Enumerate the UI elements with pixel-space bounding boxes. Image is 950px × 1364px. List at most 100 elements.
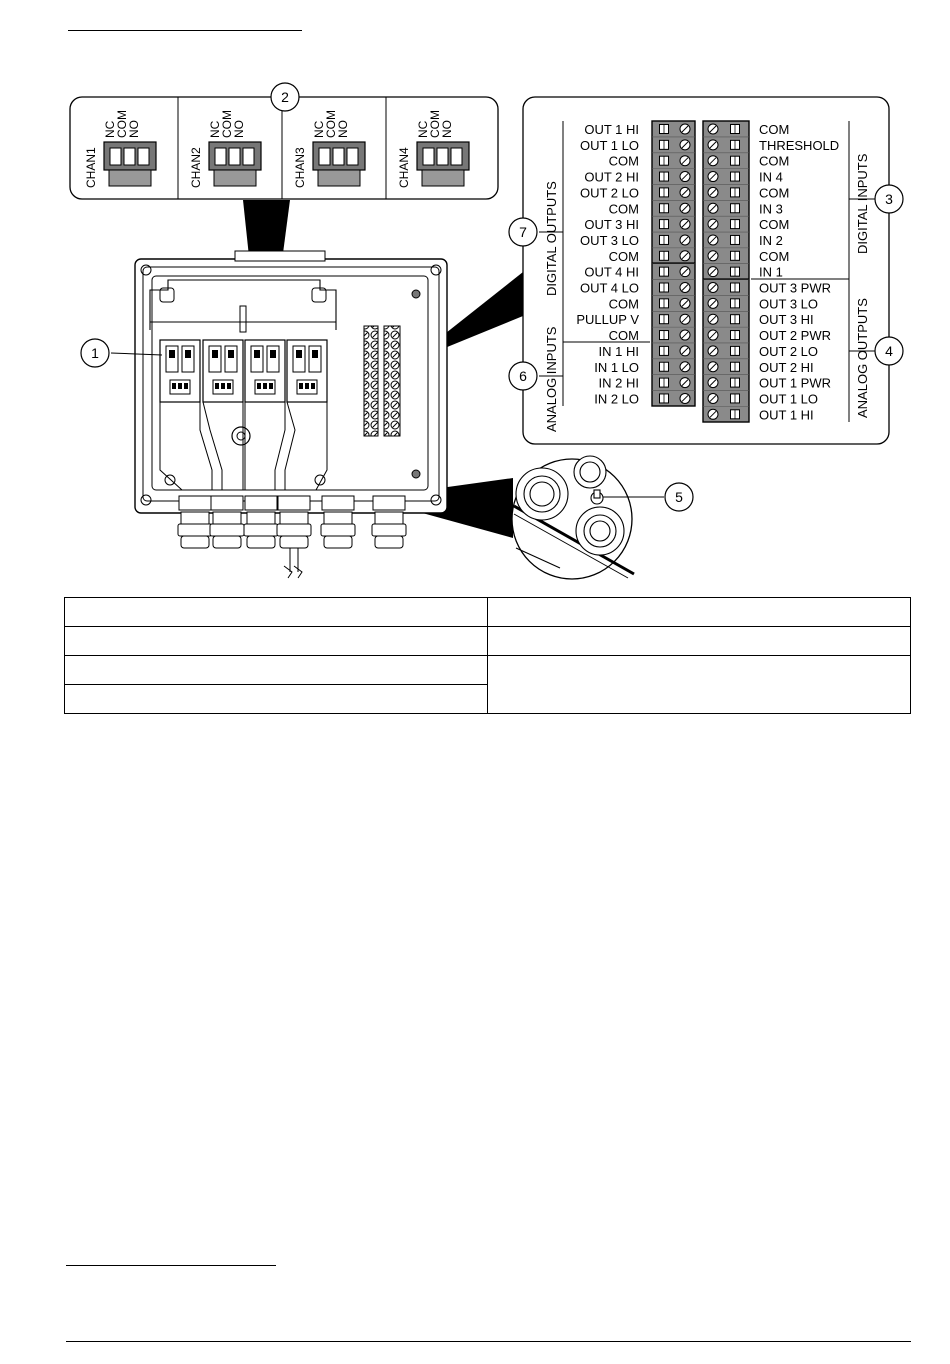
terminal-right-label: IN 1: [759, 265, 783, 280]
cable-gland-cap: [320, 523, 356, 537]
relay-module-plug-pin: [263, 383, 267, 389]
relay-module-plug-pin: [311, 383, 315, 389]
terminal-left-label: IN 1 LO: [594, 360, 639, 375]
relay-connector-body: [213, 169, 257, 187]
relay-connector-body: [421, 169, 465, 187]
terminal-screw-slot: [681, 220, 689, 228]
callout-bubble: [508, 361, 538, 391]
relay-module-plug-pin: [215, 383, 219, 389]
relay-channel-label: CHAN4: [397, 147, 411, 188]
callout-number: 5: [675, 489, 683, 505]
relay-pin-label: COM: [324, 110, 338, 138]
terminal-right-label: OUT 2 HI: [759, 360, 814, 375]
wiring-diagram: CHAN1NCCOMNOCHAN2NCCOMNOCHAN3NCCOMNOCHAN…: [69, 82, 904, 580]
terminal-screw-slot: [709, 299, 717, 307]
table-row: [64, 626, 911, 656]
terminal-screw-slot: [681, 379, 689, 386]
digital-outputs-label: DIGITAL OUTPUTS: [544, 181, 559, 296]
relay-connector-pin: [228, 147, 241, 166]
relay-pin-label: NC: [208, 120, 222, 138]
relay-connector-pin: [332, 147, 345, 166]
group-brackets: [562, 121, 850, 422]
table-row: [64, 655, 911, 714]
terminal-screw-slot: [709, 189, 717, 196]
relay-module-socket-mark: [169, 350, 175, 358]
terminal-screw-slot: [709, 315, 717, 323]
terminal-screw-slot: [681, 363, 689, 371]
cable-gland-body: [323, 511, 353, 525]
cable-gland-nut: [244, 495, 278, 511]
relay-connector-body: [317, 169, 361, 187]
terminal-screw-slot: [709, 125, 717, 133]
callout-bubble: [664, 482, 694, 512]
terminal-right-label: COM: [759, 122, 789, 137]
terminal-screw-slot: [681, 395, 689, 402]
analog-inputs-label: ANALOG INPUTS: [544, 326, 559, 432]
relay-module-plug-pin: [184, 383, 188, 389]
footer-rule: [66, 1341, 911, 1342]
cable-gland-body: [180, 511, 210, 525]
terminal-screw-slot: [681, 189, 689, 196]
relay-connector-body: [108, 169, 152, 187]
terminal-screw-slot: [709, 395, 717, 402]
terminal-left-label: IN 2 LO: [594, 391, 639, 406]
relay-module-plug-pin: [305, 383, 309, 389]
relay-module-plug-pin: [299, 383, 303, 389]
relay-pin-label: COM: [428, 110, 442, 138]
footnote-rule: [66, 1265, 276, 1266]
terminal-screw-slot: [681, 252, 689, 260]
terminal-screw-slot: [681, 268, 689, 276]
relay-module-socket: [250, 345, 264, 373]
terminal-right-label: COM: [759, 217, 789, 232]
relay-pin-label: NO: [232, 120, 246, 138]
callout-number: 4: [885, 343, 893, 359]
cable-gland-seal: [279, 535, 309, 549]
cable-gland-nut: [210, 495, 244, 511]
cable-gland-seal: [180, 535, 210, 549]
legend-table: [64, 597, 911, 714]
terminal-screw-slot: [681, 347, 689, 355]
relay-module-socket-mark: [228, 350, 234, 358]
relay-connector-pin: [436, 147, 449, 166]
cable-gland-seal: [246, 535, 276, 549]
relay-module-socket: [165, 345, 179, 373]
analog-outputs-label: ANALOG OUTPUTS: [855, 298, 870, 418]
terminal-right-label: IN 4: [759, 170, 783, 185]
table-row: [64, 684, 911, 714]
relay-channel-label: CHAN3: [293, 147, 307, 188]
ground-zoom-detail: [511, 455, 635, 580]
terminal-left-label: OUT 1 HI: [584, 122, 639, 137]
relay-module-plug-pin: [257, 383, 261, 389]
relay-connector-pin: [318, 147, 331, 166]
relay-module-plug-pin: [172, 383, 176, 389]
relay-module-socket-mark: [296, 350, 302, 358]
relay-channel-label: CHAN2: [189, 147, 203, 188]
callout-bubble: [80, 338, 110, 368]
cable-gland-nut: [321, 495, 355, 511]
relay-module-plug-pin: [178, 383, 182, 389]
cable-gland-body: [212, 511, 242, 525]
terminal-left-label: PULLUP V: [576, 312, 639, 327]
terminal-left-label: OUT 3 HI: [584, 217, 639, 232]
terminal-screw-slot: [709, 363, 717, 371]
terminal-right-label: OUT 3 PWR: [759, 281, 831, 296]
relay-module-socket-mark: [185, 350, 191, 358]
cable: [283, 548, 303, 579]
cable-gland-cap: [177, 523, 213, 537]
terminal-screw-slot: [709, 252, 717, 260]
relay-module-plug-pin: [227, 383, 231, 389]
terminal-screw-slot: [709, 331, 717, 339]
relay-connector-pin: [242, 147, 255, 166]
terminal-right-label: OUT 2 LO: [759, 344, 818, 359]
terminal-left-label: OUT 2 HI: [584, 170, 639, 185]
terminal-left-label: IN 1 HI: [599, 344, 639, 359]
terminal-screw-slot: [709, 173, 717, 180]
relay-module-plug-pin: [269, 383, 273, 389]
relay-module-socket: [208, 345, 222, 373]
terminal-screw-slot: [709, 236, 717, 244]
relay-connector-pin: [109, 147, 122, 166]
relay-module-socket-mark: [254, 350, 260, 358]
relay-pin-label: NO: [336, 120, 350, 138]
cable-gland-body: [246, 511, 276, 525]
cable-gland-cap: [243, 523, 279, 537]
